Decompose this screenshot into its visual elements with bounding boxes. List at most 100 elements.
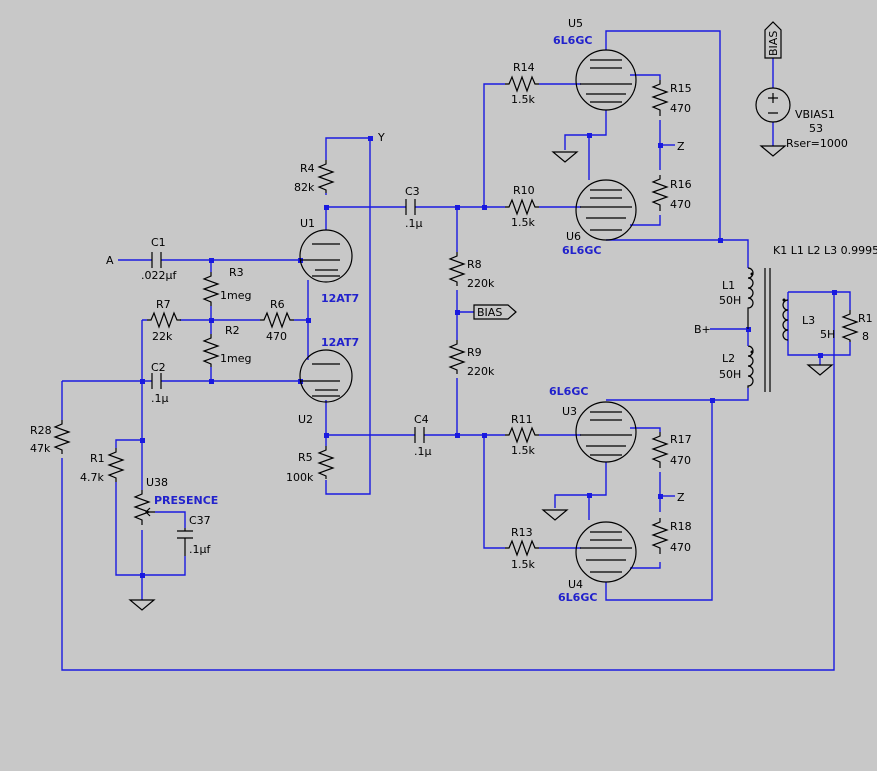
resistor-R17[interactable] xyxy=(651,432,669,468)
value-r14: 1.5k xyxy=(511,93,535,106)
net-flag-bias-top-text: BIAS xyxy=(767,31,780,56)
value-c37: .1µf xyxy=(189,543,211,556)
resistor-R14[interactable] xyxy=(505,75,539,93)
net-flag-bias-top xyxy=(764,21,782,59)
net-flag-bias-text: BIAS xyxy=(477,306,502,319)
value-r2: 1meg xyxy=(220,352,251,365)
capacitor-C3[interactable] xyxy=(405,199,416,215)
label-r28: R28 xyxy=(30,424,52,437)
value-r17: 470 xyxy=(670,454,691,467)
transformer-K1[interactable] xyxy=(747,267,789,392)
label-tube-u4: 6L6GC xyxy=(558,591,597,604)
capacitor-C2[interactable] xyxy=(151,373,162,389)
label-r14: R14 xyxy=(513,61,535,74)
label-r15: R15 xyxy=(670,82,692,95)
label-r18: R18 xyxy=(670,520,692,533)
resistor-R5[interactable] xyxy=(317,446,335,479)
resistor-R15[interactable] xyxy=(651,80,669,116)
net-label-z: Z xyxy=(677,491,685,504)
value-r5: 100k xyxy=(286,471,314,484)
voltage-source-VBIAS1[interactable] xyxy=(755,87,791,123)
resistor-R16[interactable] xyxy=(651,175,669,211)
resistor-R7[interactable] xyxy=(147,311,181,329)
label-c4: C4 xyxy=(414,413,429,426)
value-r7: 22k xyxy=(152,330,173,343)
value-vbias1: 53 xyxy=(809,122,823,135)
label-r13: R13 xyxy=(511,526,533,539)
capacitor-C37[interactable] xyxy=(177,528,193,556)
label-u2: U2 xyxy=(298,413,313,426)
value-r16: 470 xyxy=(670,198,691,211)
tube-U2[interactable] xyxy=(299,349,353,403)
value-r8: 220k xyxy=(467,277,495,290)
tube-U4[interactable] xyxy=(575,521,637,583)
resistor-R4[interactable] xyxy=(317,160,335,193)
label-r7: R7 xyxy=(156,298,171,311)
value-c2: .1µ xyxy=(151,392,169,405)
label-vbias1: VBIAS1 xyxy=(795,108,835,121)
net-label-z: Z xyxy=(677,140,685,153)
label-r1: R1 xyxy=(90,452,105,465)
label-tube-u2: 12AT7 xyxy=(321,336,359,349)
resistor-R2[interactable] xyxy=(202,334,220,367)
value-r28: 47k xyxy=(30,442,51,455)
tube-U6[interactable] xyxy=(575,179,637,241)
value-vbias1-rser: Rser=1000 xyxy=(786,137,848,150)
label-r11: R11 xyxy=(511,413,533,426)
tube-U3[interactable] xyxy=(575,401,637,463)
net-label-y: Y xyxy=(377,131,385,144)
label-u3: U3 xyxy=(562,405,577,418)
value-r9: 220k xyxy=(467,365,495,378)
tube-U5[interactable] xyxy=(575,49,637,111)
label-tube-u3: 6L6GC xyxy=(549,385,588,398)
resistor-R9[interactable] xyxy=(448,340,466,374)
value-r1-load: 8 xyxy=(862,330,869,343)
label-presence: PRESENCE xyxy=(154,494,218,507)
label-r16: R16 xyxy=(670,178,692,191)
resistor-R6[interactable] xyxy=(260,311,294,329)
label-r10: R10 xyxy=(513,184,535,197)
value-r18: 470 xyxy=(670,541,691,554)
label-c1: C1 xyxy=(151,236,166,249)
value-r4: 82k xyxy=(294,181,315,194)
net-label-a: A xyxy=(106,254,114,267)
resistor-R3[interactable] xyxy=(202,272,220,306)
resistor-R10[interactable] xyxy=(505,198,539,216)
label-tube-u6: 6L6GC xyxy=(562,244,601,257)
label-r3: R3 xyxy=(229,266,244,279)
resistor-R1-load[interactable] xyxy=(841,310,859,342)
ground-symbol xyxy=(806,364,834,376)
resistor-R1[interactable] xyxy=(107,448,125,482)
label-tube-u1: 12AT7 xyxy=(321,292,359,305)
value-r1: 4.7k xyxy=(80,471,104,484)
label-l1: L1 xyxy=(722,279,735,292)
capacitor-C4[interactable] xyxy=(414,427,425,443)
label-l2: L2 xyxy=(722,352,735,365)
resistor-R11[interactable] xyxy=(505,426,539,444)
value-r11: 1.5k xyxy=(511,444,535,457)
tube-U1[interactable] xyxy=(299,229,353,283)
label-u1: U1 xyxy=(300,217,315,230)
label-c37: C37 xyxy=(189,514,211,527)
value-l1: 50H xyxy=(719,294,741,307)
ground-symbol xyxy=(551,151,579,163)
label-c3: C3 xyxy=(405,185,420,198)
label-r4: R4 xyxy=(300,162,315,175)
label-u38: U38 xyxy=(146,476,168,489)
label-c2: C2 xyxy=(151,361,166,374)
value-r6: 470 xyxy=(266,330,287,343)
label-r5: R5 xyxy=(298,451,313,464)
resistor-R13[interactable] xyxy=(505,539,539,557)
wires xyxy=(61,30,851,671)
capacitor-C1[interactable] xyxy=(151,252,162,268)
resistor-R18[interactable] xyxy=(651,518,669,554)
potentiometer-U38[interactable] xyxy=(133,490,155,525)
label-u4: U4 xyxy=(568,578,583,591)
value-c4: .1µ xyxy=(414,445,432,458)
text-labels: A Y Z Z BIAS BIAS C1 .022µf R3 1meg R7 2… xyxy=(30,17,877,604)
label-r1-load: R1 xyxy=(858,312,873,325)
label-u5: U5 xyxy=(568,17,583,30)
resistor-R28[interactable] xyxy=(53,420,71,454)
resistor-R8[interactable] xyxy=(448,252,466,286)
